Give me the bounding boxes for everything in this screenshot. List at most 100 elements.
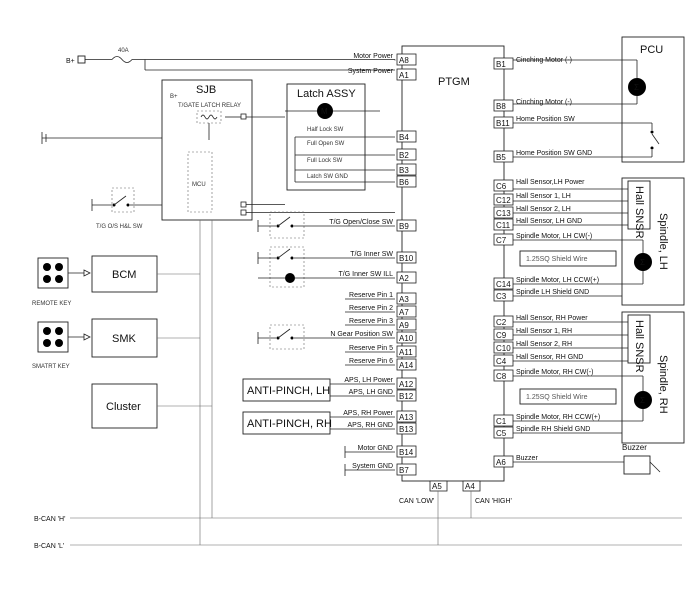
- pin-label: C5: [496, 429, 507, 438]
- signal-label: Spindle Motor, LH CCW(+): [516, 277, 599, 284]
- hall-lh-label: Hall SNSR: [633, 186, 645, 239]
- pin-label: B13: [399, 425, 414, 434]
- ptgm-pin-C13: C13 Hall Sensor 2, LH: [493, 206, 571, 219]
- signal-label: APS, LH Power: [344, 377, 393, 384]
- pin-label: C9: [496, 331, 507, 340]
- pin-label: B9: [399, 222, 409, 231]
- signal-label: Spindle Motor, LH CW(-): [516, 233, 592, 240]
- tgsw-label: T/G O/S H&L SW: [96, 224, 143, 230]
- pin-label: B8: [496, 102, 506, 111]
- signal-label: T/G Inner SW ILL: [339, 271, 394, 278]
- signal-label: Hall Sensor 2, LH: [516, 206, 571, 213]
- ptgm-pin-B9: B9T/G Open/Close SW: [329, 219, 417, 232]
- smk-label: SMK: [112, 333, 137, 345]
- signal-label: Spindle RH Shield GND: [516, 426, 590, 433]
- ptgm-pin-A2: A2 T/G Inner SW ILL: [339, 271, 417, 284]
- ptgm-pin-B4: B4: [396, 130, 417, 143]
- ptgm-pin-A3: A3 Reserve Pin 1: [349, 292, 417, 305]
- pin-label: C7: [496, 236, 507, 245]
- can-high-pin: CAN 'HIGH': [475, 498, 512, 505]
- pin-label: A2: [399, 274, 409, 283]
- signal-label: Hall Sensor 1, LH: [516, 193, 571, 200]
- spindle-lh-wire: 1.25SQ Shield Wire: [526, 256, 588, 263]
- relay-coil: [200, 114, 218, 120]
- pin-label: B10: [399, 254, 414, 263]
- signal-label: Reserve Pin 2: [349, 305, 393, 312]
- pin-label: A6: [496, 458, 506, 467]
- can-l-label: B-CAN 'L': [34, 543, 64, 550]
- pin-label: A1: [399, 71, 409, 80]
- signal-label: System GND: [352, 463, 393, 470]
- latch-sw1: Half Lock SW: [307, 127, 344, 133]
- pin-label: C13: [496, 209, 511, 218]
- sjb-box: [161, 79, 253, 221]
- signal-label: Reserve Pin 3: [349, 318, 393, 325]
- pin-label: A11: [399, 348, 413, 357]
- ptgm-pin-C9: C9 Hall Sensor 1, RH: [493, 328, 572, 341]
- pin-label: B14: [399, 448, 414, 457]
- signal-label: Spindle LH Shield GND: [516, 289, 589, 296]
- signal-label: Reserve Pin 1: [349, 292, 393, 299]
- ptgm-box: [401, 45, 505, 482]
- signal-label: APS, RH GND: [347, 422, 393, 429]
- signal-label: Cinching Motor (-): [516, 99, 572, 106]
- sjb-bplus: B+: [170, 94, 178, 100]
- pcu-box: [621, 36, 685, 163]
- latch-motor-label: M: [321, 107, 328, 116]
- latch-sw3: Full Lock SW: [307, 158, 343, 164]
- svg-text:Σ: Σ: [640, 396, 645, 405]
- hall-rh-label: Hall SNSR: [633, 320, 645, 373]
- pin-label: A3: [399, 295, 409, 304]
- pin-label: A7: [399, 308, 409, 317]
- pcu-label: PCU: [640, 44, 663, 56]
- bcm-box: [91, 255, 158, 293]
- pin-label: C2: [496, 318, 507, 327]
- ptgm-pin-C5: C5 Spindle RH Shield GND: [493, 426, 590, 439]
- signal-label: Reserve Pin 5: [349, 345, 393, 352]
- latch-sw2: Full Open SW: [307, 141, 345, 147]
- signal-label: Hall Sensor 2, RH: [516, 341, 572, 348]
- signal-label: Hall Sensor 1, RH: [516, 328, 572, 335]
- antipinch-lh-label: ANTI-PINCH, LH: [247, 385, 330, 397]
- can-low-pin: CAN 'LOW': [399, 498, 434, 505]
- latch-sw4: Latch SW GND: [307, 174, 349, 180]
- pin-label: A13: [399, 413, 414, 422]
- bplus-label: B+: [66, 58, 75, 65]
- hall-lh-box: [627, 180, 651, 230]
- mcu-box: [187, 151, 213, 213]
- pin-label: C1: [496, 417, 507, 426]
- pin-A4: A4: [465, 482, 475, 491]
- sjb-relay-label: T/GATE LATCH RELAY: [178, 103, 241, 109]
- pin-label: C6: [496, 182, 507, 191]
- smart-key: [37, 321, 69, 353]
- pin-label: C3: [496, 292, 507, 301]
- ptgm-pin-B8: B8 Cinching Motor (-): [493, 99, 572, 112]
- signal-label: Spindle Motor, RH CW(-): [516, 369, 593, 376]
- buzzer-box: [623, 455, 651, 475]
- spindle-lh-label: Spindle, LH: [657, 213, 669, 270]
- pin-label: C4: [496, 357, 507, 366]
- bplus-terminal: [77, 55, 86, 64]
- signal-label: Cinching Motor (-): [516, 57, 572, 64]
- signal-label: Hall Sensor, RH Power: [516, 315, 588, 322]
- pin-label: B5: [496, 153, 506, 162]
- ptgm-pin-C7: C7 Spindle Motor, LH CW(-): [493, 233, 592, 246]
- spindle-rh-wire: 1.25SQ Shield Wire: [526, 394, 588, 401]
- can-h-label: B-CAN 'H': [34, 516, 65, 523]
- pin-label: A10: [399, 334, 414, 343]
